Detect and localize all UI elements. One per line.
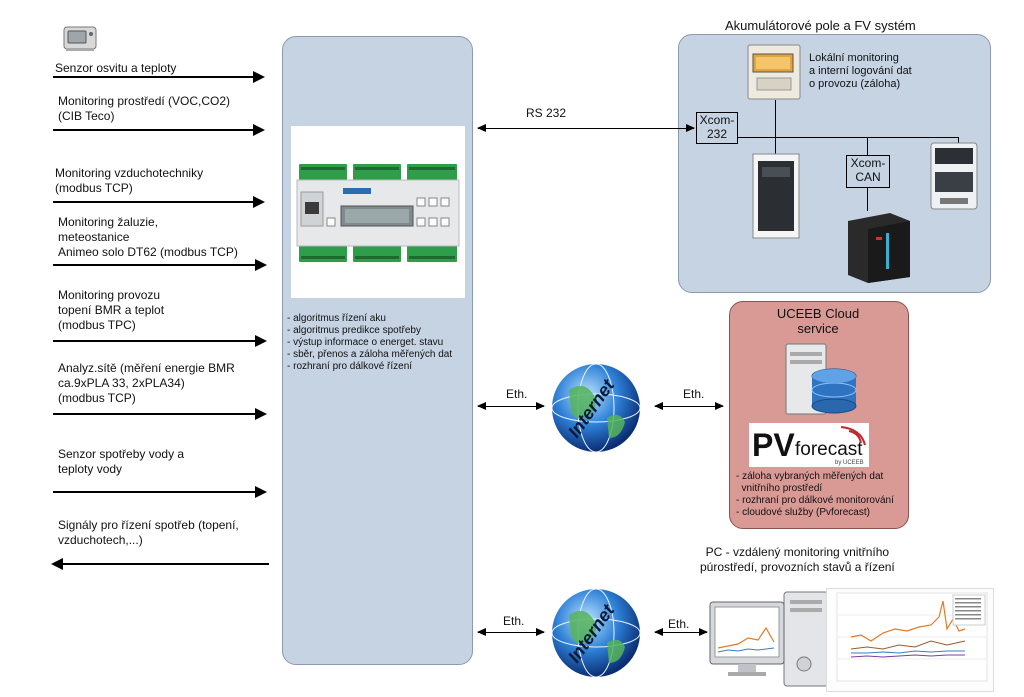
signal-label-control-out: Signály pro řízení spotřeb (topení, vzdu… <box>58 518 239 547</box>
cloud-function-item: - cloudové služby (Pvforecast) <box>736 507 870 518</box>
cloud-service-panel <box>729 301 909 529</box>
signal-arrow-water <box>53 486 267 498</box>
signal-label-blinds: Monitoring žaluzie, meteostanice Animeo … <box>58 215 238 259</box>
eth-label-controller-bottom: Eth. <box>503 614 525 628</box>
signal-arrow-blinds <box>53 259 267 271</box>
rs232-link-arrow <box>477 124 695 132</box>
database-server-icon <box>782 342 858 420</box>
inverter-icon <box>752 153 800 239</box>
cloud-function-item: - rozhraní pro dálkové monitorování <box>736 495 894 506</box>
signal-arrow-environment <box>53 124 265 136</box>
controller-function-item: - algoritmus řízení aku <box>287 313 386 324</box>
battery-cabinet-icon <box>846 211 912 283</box>
pvforecast-logo-forecast: forecast <box>795 439 863 460</box>
signal-label-light-temp: Senzor osvitu a teploty <box>55 61 177 75</box>
pc-computer-icon <box>708 588 832 690</box>
local-monitor-icon <box>747 44 801 100</box>
signal-label-water: Senzor spotřeby vody a teploty vody <box>58 447 185 476</box>
plc-controller-image <box>291 126 465 298</box>
signal-label-environment: Monitoring prostředí (VOC,CO2) (CIB Teco… <box>58 94 231 123</box>
signal-arrow-hvac <box>53 196 265 208</box>
rs232-label: RS 232 <box>526 106 567 120</box>
cloud-function-item: - záloha vybraných měřených dat <box>736 471 884 482</box>
pvforecast-logo-pv: PV <box>752 427 795 463</box>
signal-label-heating: Monitoring provozu topení BMR a teplot (… <box>58 288 165 332</box>
eth-label-cloud: Eth. <box>683 387 705 401</box>
signal-arrow-network-analysis <box>53 408 267 420</box>
internet-globe-icon: Internet <box>549 360 643 456</box>
controller-function-list: - algoritmus řízení aku - algoritmus pre… <box>287 313 452 373</box>
signal-arrow-heating <box>53 335 267 347</box>
charger-icon <box>930 142 978 210</box>
bus-line <box>737 137 959 138</box>
bus-line <box>867 187 868 211</box>
cloud-service-title: UCEEB Cloud service <box>776 306 860 336</box>
xcom-232-box: Xcom- 232 <box>696 112 738 144</box>
controller-function-item: - výstup informace o energet. stavu <box>287 337 444 348</box>
local-monitor-note: Lokální monitoring a interní logování da… <box>809 52 912 90</box>
cloud-function-list: - záloha vybraných měřených dat vnitřníh… <box>736 471 894 519</box>
bus-line <box>958 137 959 143</box>
cloud-function-item: vnitřního prostředí <box>736 483 823 494</box>
controller-function-item: - sběr, přenos a záloha měřených dat <box>287 349 453 360</box>
bus-line <box>775 100 776 154</box>
eth-link-arrow-cloud <box>654 402 724 410</box>
monitoring-chart-screenshot <box>826 588 994 692</box>
bus-line <box>867 137 868 155</box>
signal-arrow-control-out <box>51 558 269 570</box>
pc-caption: PC - vzdálený monitoring vnitřního púros… <box>700 545 895 574</box>
eth-link-arrow <box>477 402 545 410</box>
battery-system-title: Akumulátorové pole a FV systém <box>725 18 916 33</box>
pvforecast-logo-by: by UCEEB <box>835 460 864 466</box>
signal-label-hvac: Monitoring vzduchotechniky (modbus TCP) <box>55 166 204 195</box>
eth-link-arrow-bottom <box>477 628 545 636</box>
internet-globe-icon-bottom: Internet <box>549 585 643 681</box>
controller-function-item: - rozhraní pro dálkové řízení <box>287 361 413 372</box>
eth-label-pc: Eth. <box>668 617 690 631</box>
controller-function-item: - algoritmus predikce spotřeby <box>287 325 421 336</box>
eth-label-controller: Eth. <box>506 387 528 401</box>
signal-arrow-light-temp <box>53 71 265 83</box>
signal-label-network-analysis: Analyz.sítě (měření energie BMR ca.9xPLA… <box>58 361 235 405</box>
xcom-can-box: Xcom- CAN <box>846 155 890 188</box>
sensor-device-icon <box>62 24 98 52</box>
pvforecast-logo: PV forecast by UCEEB <box>749 423 869 467</box>
eth-link-arrow-pc <box>654 628 708 636</box>
